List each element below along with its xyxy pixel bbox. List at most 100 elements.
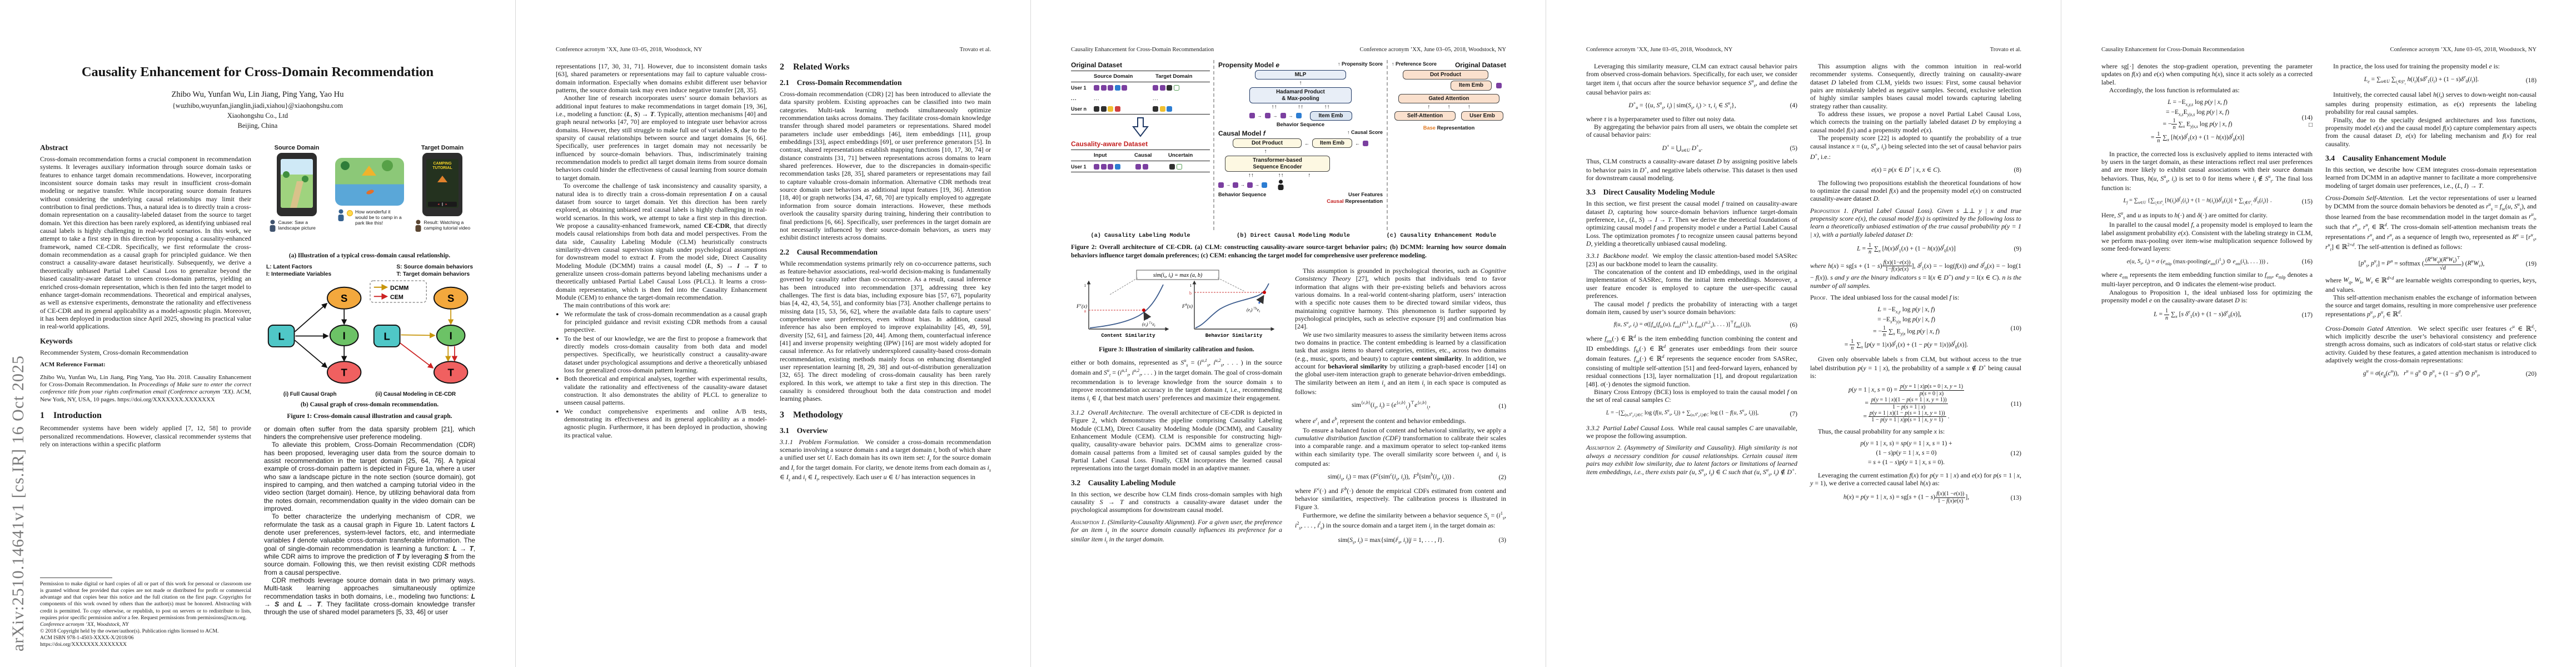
figure-1a: Source Domain Cause: Saw a land <box>264 145 475 249</box>
paragraph: where eem represents the item embedding … <box>2101 271 2313 288</box>
runhead-right: Trovato et al. <box>1990 47 2021 53</box>
p2-left-column: representations [17, 30, 31, 71]. Howeve… <box>556 62 767 482</box>
authors-line: Zhibo Wu, Yunfan Wu, Lin Jiang, Ping Yan… <box>171 90 344 99</box>
user-icon <box>1278 180 1284 190</box>
permission-note: Permission to make digital or hard copie… <box>40 581 251 621</box>
source-domain-label: Source Domain <box>274 145 320 151</box>
item-emb-box: Item Emb <box>1451 81 1492 91</box>
isbn-note: ACM ISBN 978-1-4503-XXXX-X/2018/06 <box>40 634 134 641</box>
item-emb-box: Item Emb <box>1312 138 1352 148</box>
mlp-box: MLP <box>1255 70 1346 80</box>
keywords-text: Recommender System, Cross-domain Recomme… <box>40 348 188 356</box>
equation-4: D+u = {(u, Sus, it) | sim(Ss, it) > τ, i… <box>1628 101 1797 111</box>
svg-text:T: T <box>341 366 348 378</box>
svg-text:L: L <box>384 330 390 342</box>
svg-text:T: T <box>447 366 454 378</box>
causal-graph-svg: L S I T DCMM <box>267 280 469 384</box>
base-representation-label: Base Representation <box>1423 125 1475 131</box>
svg-text:DCMM: DCMM <box>390 285 408 291</box>
paragraph: To alleviate this problem, Cross-Domain … <box>264 441 475 512</box>
p5-right-column: In practice, the loss used for training … <box>2325 62 2537 383</box>
page-3: Causality Enhancement for Cross-Domain R… <box>1030 0 1546 667</box>
svg-text:(x): (x) <box>1082 303 1087 309</box>
causal-score-label: ↑ Causal Score <box>1347 130 1383 136</box>
section-3-3-heading: 3.3 Direct Causality Modeling Module <box>1586 188 1715 197</box>
paragraph: 3.3.1 Backbone model. We employ the clas… <box>1586 252 1797 268</box>
node-T <box>433 360 469 384</box>
figure-2-caption: Figure 2: Overall architecture of CE-CDR… <box>1071 244 1506 259</box>
svg-text:L: L <box>278 330 285 342</box>
equation-12: p(y = 1 | x, s) = sp(y = 1 | x, s = 1) +… <box>1860 440 2021 466</box>
svg-text:F: F <box>1182 303 1185 309</box>
paragraph: representations [17, 30, 31, 71]. Howeve… <box>556 62 767 94</box>
contribution-item: •We conduct comprehensive experiments an… <box>556 407 767 439</box>
section-1-heading: 1 Introduction <box>40 411 102 421</box>
person-icon <box>338 209 344 221</box>
result-caption: Result: Watching a camping tutorial vide… <box>423 220 471 231</box>
equation-10: L = −Ex,y log p(y | x, f)= −ExEy|x log p… <box>1844 306 2021 351</box>
svg-text:S: S <box>341 292 347 304</box>
equation-2: sim(is, it) = max (Fc(simc(is, it)), Fb(… <box>1327 472 1506 482</box>
paragraph: The propensity score [22] is adopted to … <box>1810 134 2021 161</box>
equation-13: h(x) = p(y = 1 | x, s) = sg[s + (1 − s)f… <box>1843 491 2021 504</box>
fig2-panel-dcmm: Propensity Model e ↑ Propensity Score ML… <box>1213 60 1388 230</box>
page-2: Conference acronym ’XX, June 03–05, 2018… <box>515 0 1030 667</box>
original-dataset-label: Original Dataset <box>1454 61 1506 69</box>
down-arrow-icon <box>1071 117 1210 137</box>
equation-18: Le = ∑u∈U ∑it∈Sut h(it)[sδe1(it) + (1 − … <box>2364 74 2537 86</box>
node-S <box>327 286 362 310</box>
park-scene <box>335 158 404 206</box>
p2-right-column: 2 Related Works 2.1 Cross-Domain Recomme… <box>780 62 991 482</box>
p4-right-column: This assumption aligns with the common i… <box>1810 62 2021 508</box>
user-features-label: User Features <box>1348 191 1383 197</box>
paragraph: where fem(·) ∈ ℝd is the item embedding … <box>1586 334 1798 388</box>
svg-text:F: F <box>1076 303 1080 309</box>
source-phone <box>277 153 317 216</box>
intro-paragraph: Recommender systems have been widely app… <box>40 424 251 448</box>
paragraph: Intuitively, the corrected causal label … <box>2325 90 2537 116</box>
paragraph: Another line of research incorporates us… <box>556 94 767 182</box>
paragraph: where h(x) = sg[s + (1 − s)f(x)(1−e(x))1… <box>1810 259 2021 290</box>
behavior-similarity-plot: 1 b F b (x) (ei)⊤bei Behavior Simila <box>1182 280 1275 339</box>
page-1: arXiv:2510.14641v1 [cs.IR] 16 Oct 2025 C… <box>0 0 515 667</box>
contribution-item: •To the best of our knowledge, we are th… <box>556 334 767 375</box>
landscape-screen <box>281 159 313 208</box>
page-5: Causality Enhancement for Cross-Domain R… <box>2061 0 2576 667</box>
node-L <box>373 324 401 347</box>
paragraph: To better characterize the underlying me… <box>264 512 476 576</box>
copyright-note: © 2018 Copyright held by the owner/autho… <box>40 628 219 634</box>
page-4: Conference acronym ’XX, June 03–05, 2018… <box>1546 0 2061 667</box>
paragraph: Leveraging the current estimation f(x) f… <box>1810 471 2021 487</box>
fig2-caption-c: (c) Causality Enhancement Module <box>1386 232 1497 239</box>
paragraph: Cross-domain recommendation (CDR) [2] ha… <box>780 90 991 242</box>
paragraph: Here, Sus and u as inputs to h(·) and δ(… <box>2101 211 2268 221</box>
paragraph: The main contributions of this work are: <box>564 301 671 310</box>
dot-product-box: Dot Product <box>1403 70 1488 80</box>
causal-model-label: Causal Model f <box>1218 130 1265 138</box>
svg-text:a: a <box>1084 308 1086 313</box>
equation-8: e(x) = p(x ∈ D+ | x, x ∈ C).(8) <box>1871 165 2021 173</box>
fig2-panel-cem: ↑ Preference Score Original Dataset Dot … <box>1392 61 1506 131</box>
graph-i-caption: (i) Full Causal Graph <box>283 391 337 397</box>
node-S <box>433 286 469 310</box>
affiliation-line: Xiaohongshu Co., Ltd <box>227 112 288 120</box>
footnote-block: Permission to make digital or hard copie… <box>40 578 251 648</box>
section-2-heading: 2 Related Works <box>780 62 850 72</box>
equation-7: L = −[∑(u,Sus,it)∈C log (f(u, Sus, it)) … <box>1606 408 1797 419</box>
svg-text:b: b <box>1185 303 1188 307</box>
section-3-4-heading: 3.4 Causality Enhancement Module <box>2325 154 2447 163</box>
equation-5: D+ = ⋃u∈U D+u.(5) <box>1662 143 1797 153</box>
p3-left-column: sim(is, it) = max (a, b) 1 <box>1071 267 1282 550</box>
behavior-sequence-label: Behavior Sequence <box>1218 191 1267 197</box>
svg-text:CEM: CEM <box>390 294 403 301</box>
propensity-score-label: ↑ Propensity Score <box>1337 61 1383 67</box>
fig2-caption-a: (a) Causality Labeling Module <box>1090 232 1190 239</box>
p1-right-column: Source Domain Cause: Saw a land <box>264 143 475 616</box>
doi-note: https://doi.org/XXXXXXX.XXXXXXX <box>40 641 127 648</box>
